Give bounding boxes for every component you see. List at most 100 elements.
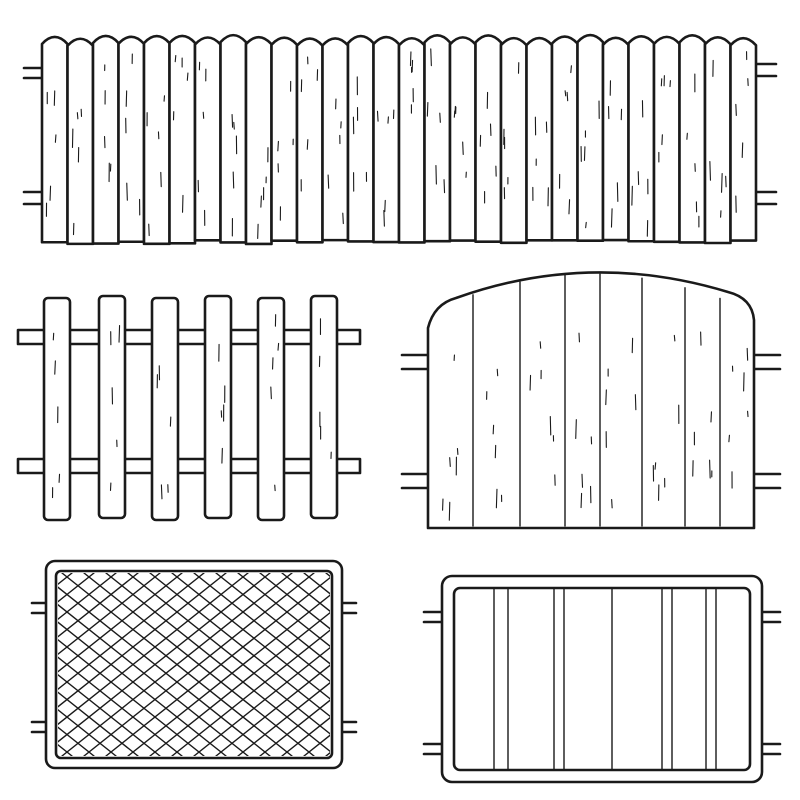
wood-grain-stroke: [270, 386, 272, 400]
mesh-wire: [0, 573, 28, 756]
fence-plank: [576, 33, 605, 243]
wood-grain-stroke: [709, 161, 711, 181]
wood-grain-stroke: [462, 141, 464, 156]
fence-plank: [203, 294, 233, 520]
fence-plank: [678, 34, 707, 244]
fence-plank: [525, 36, 554, 242]
fence-planks: [40, 33, 758, 246]
fence-plank: [244, 35, 273, 246]
wood-grain-stroke: [426, 101, 429, 117]
wood-grain-stroke: [575, 419, 577, 440]
fence-plank: [91, 34, 120, 245]
wood-grain-stroke: [449, 457, 451, 467]
fence-plank: [550, 35, 579, 242]
wood-grain-stroke: [160, 484, 163, 500]
bar-panel-inner-frame: [452, 586, 752, 772]
wood-grain-stroke: [585, 221, 587, 229]
fence-plank: [256, 296, 286, 522]
wood-grain-stroke: [126, 182, 128, 201]
wood-grain-stroke: [728, 434, 730, 443]
fence-rails: [30, 601, 358, 734]
wood-grain-stroke: [54, 360, 56, 375]
wood-grain-stroke: [306, 139, 309, 150]
mesh-wire: [215, 664, 330, 756]
mesh-wire: [171, 573, 330, 700]
wood-grain-stroke: [721, 173, 723, 193]
fence-plank: [499, 36, 528, 245]
fence-plank: [346, 34, 375, 243]
mesh-wire: [215, 573, 330, 665]
wood-grain-stroke: [118, 325, 121, 343]
wood-grain-stroke: [580, 492, 583, 509]
arched-panel-outline: [426, 271, 756, 530]
wood-grain-stroke: [174, 54, 177, 63]
mesh-wire: [237, 681, 330, 756]
wood-grain-stroke: [439, 112, 441, 123]
wood-grain-stroke: [277, 140, 279, 152]
fence-rails: [422, 610, 782, 756]
fence-plank: [474, 34, 503, 243]
fence-plank: [397, 36, 426, 244]
fence-plank: [142, 34, 171, 246]
fence-plank: [309, 294, 339, 520]
mesh-wire: [0, 573, 50, 756]
mesh-wire: [149, 573, 330, 718]
wood-grain-stroke: [383, 210, 385, 227]
wood-grain-stroke: [49, 185, 52, 201]
mesh-wire: [193, 573, 330, 683]
wood-grain-stroke: [430, 48, 432, 67]
fence-planks: [42, 294, 339, 522]
wood-grain-stroke: [581, 473, 584, 488]
fence-planks: [442, 273, 749, 527]
fence-plank: [117, 35, 146, 244]
mesh-wire: [259, 573, 330, 630]
chain-link-mesh: [0, 573, 330, 756]
mesh-wire: [281, 716, 330, 756]
mesh-wire: [0, 573, 28, 756]
fence-mesh-panel: [0, 559, 358, 770]
fence-plank: [372, 35, 401, 244]
fence-plank: [601, 36, 630, 242]
fence-plank: [270, 36, 299, 242]
fence-plank: [168, 34, 197, 245]
mesh-wire: [237, 573, 330, 648]
fence-solid-picket: [22, 33, 778, 246]
fence-spaced-picket: [16, 294, 362, 522]
wood-grain-stroke: [260, 195, 262, 208]
fence-rails: [400, 353, 782, 490]
fence-plank: [42, 296, 72, 522]
fence-arched-panel: [400, 271, 782, 530]
fence-plank: [40, 35, 69, 244]
bar-panel-outer-frame: [440, 574, 764, 784]
wood-grain-stroke: [376, 110, 379, 122]
wood-grain-stroke: [342, 212, 344, 225]
fence-plank: [321, 37, 350, 242]
mesh-wire: [0, 573, 50, 756]
wood-grain-stroke: [186, 72, 189, 81]
fence-plank: [66, 37, 95, 246]
wood-grain-stroke: [76, 112, 79, 120]
fence-plank: [97, 294, 127, 520]
fence-plank: [423, 34, 452, 243]
wood-grain-stroke: [327, 174, 330, 189]
mesh-wire: [281, 573, 330, 613]
wood-grain-stroke: [673, 334, 676, 342]
wood-grain-stroke: [654, 462, 657, 470]
wood-grain-stroke: [610, 208, 613, 228]
wood-grain-stroke: [495, 488, 498, 509]
fence-plank: [219, 33, 248, 244]
wood-grain-stroke: [568, 199, 571, 215]
fence-plank: [729, 36, 758, 242]
wood-grain-stroke: [539, 341, 542, 349]
wood-grain-stroke: [564, 90, 567, 97]
mesh-inner-frame: [54, 569, 334, 760]
fence-plank: [703, 36, 732, 245]
fence-plank: [652, 35, 681, 244]
fence-plank: [627, 34, 656, 243]
fence-plank: [295, 37, 324, 244]
mesh-wire: [259, 699, 330, 756]
wood-grain-stroke: [277, 342, 280, 351]
fence-plank: [193, 36, 222, 242]
